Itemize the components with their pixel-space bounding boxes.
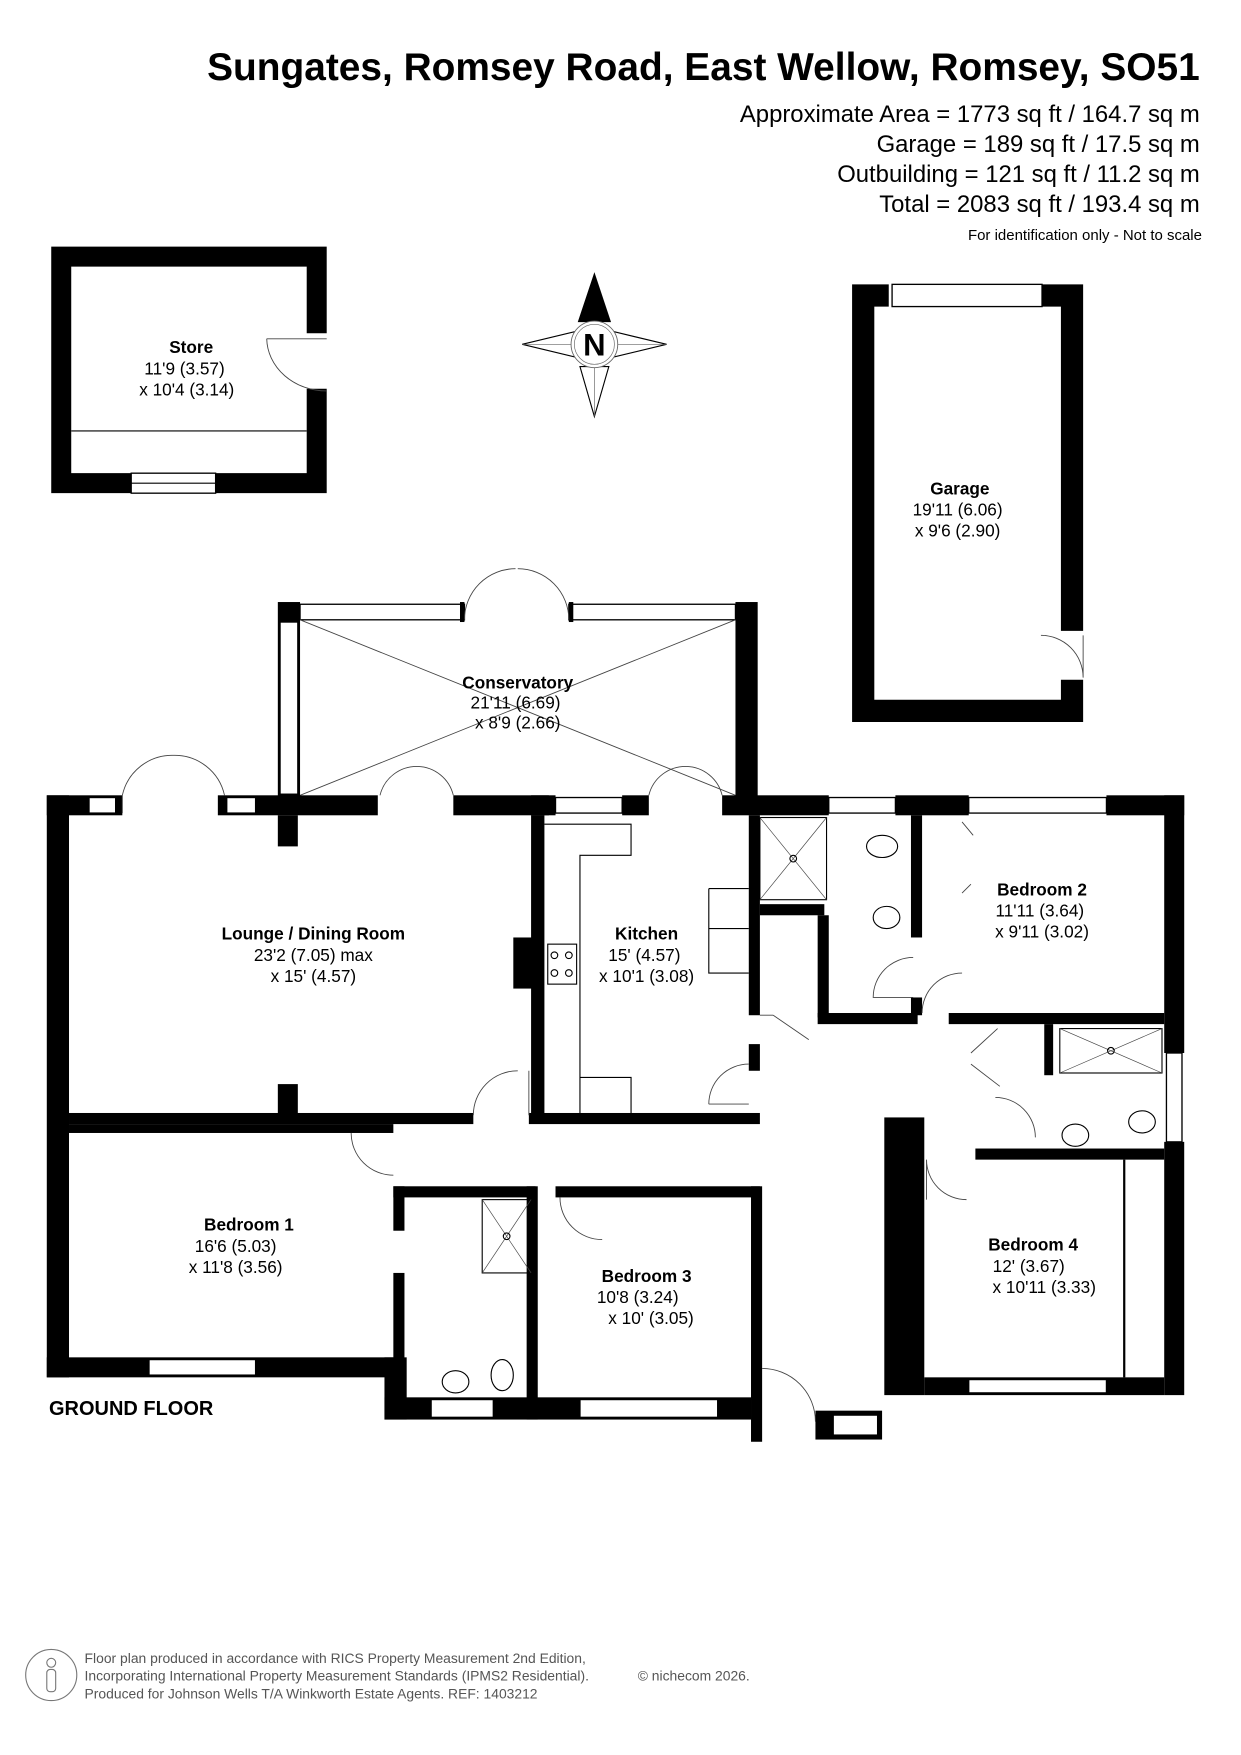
- bedroom3-dim2: x 10' (3.05): [608, 1308, 694, 1328]
- person-scale-icon: [25, 1648, 78, 1702]
- bedroom4-dim1: 12' (3.67): [993, 1256, 1065, 1276]
- room-bedroom-4: Bedroom 4 12' (3.67) x 10'11 (3.33): [988, 1235, 1096, 1297]
- room-garage: Garage 19'11 (6.06) x 9'6 (2.90): [852, 283, 1084, 722]
- lounge-dim2: x 15' (4.57): [271, 966, 357, 986]
- area-total: Total = 2083 sq ft / 193.4 sq m: [879, 191, 1200, 218]
- copyright: © nichecom 2026.: [638, 1668, 750, 1684]
- header: Sungates, Romsey Road, East Wellow, Roms…: [207, 46, 1202, 244]
- area-outbuilding: Outbuilding = 121 sq ft / 11.2 sq m: [837, 161, 1200, 188]
- store-name: Store: [169, 337, 213, 357]
- bedroom2-dim1: 11'11 (3.64): [995, 900, 1084, 920]
- bedroom1-name: Bedroom 1: [204, 1215, 294, 1235]
- footer-line-2: Incorporating International Property Mea…: [85, 1668, 589, 1684]
- conservatory-dim2: x 8'9 (2.66): [475, 713, 561, 733]
- garage-name: Garage: [930, 478, 989, 498]
- bedroom3-dim1: 10'8 (3.24): [597, 1287, 679, 1307]
- garage-dim2: x 9'6 (2.90): [915, 520, 1001, 540]
- room-lounge: Lounge / Dining Room 23'2 (7.05) max x 1…: [222, 924, 405, 986]
- compass-label: N: [583, 327, 605, 362]
- house-walls: [46, 754, 1185, 1442]
- store-dim2: x 10'4 (3.14): [139, 379, 234, 399]
- floor-label: GROUND FLOOR: [49, 1398, 214, 1420]
- lounge-name: Lounge / Dining Room: [222, 924, 405, 944]
- room-store: Store 11'9 (3.57) x 10'4 (3.14): [51, 246, 327, 494]
- footer-line-3: Produced for Johnson Wells T/A Winkworth…: [85, 1685, 538, 1701]
- bedroom1-dim2: x 11'8 (3.56): [189, 1257, 283, 1277]
- conservatory-name: Conservatory: [462, 673, 573, 693]
- kitchen-dim1: 15' (4.57): [608, 945, 680, 965]
- bedroom4-name: Bedroom 4: [988, 1235, 1078, 1255]
- conservatory-dim1: 21'11 (6.69): [471, 693, 561, 713]
- kitchen-dim2: x 10'1 (3.08): [599, 966, 694, 986]
- bedroom3-name: Bedroom 3: [602, 1266, 692, 1286]
- room-kitchen: Kitchen 15' (4.57) x 10'1 (3.08): [599, 924, 694, 986]
- compass-north-icon: N: [522, 272, 667, 419]
- kitchen-name: Kitchen: [615, 924, 678, 944]
- bedroom2-name: Bedroom 2: [997, 879, 1087, 899]
- lounge-dim1: 23'2 (7.05) max: [254, 945, 373, 965]
- footer-line-1: Floor plan produced in accordance with R…: [85, 1650, 586, 1666]
- room-bedroom-1: Bedroom 1 16'6 (5.03) x 11'8 (3.56): [189, 1215, 295, 1277]
- scale-note: For identification only - Not to scale: [968, 227, 1202, 244]
- area-approximate: Approximate Area = 1773 sq ft / 164.7 sq…: [740, 101, 1200, 128]
- bedroom1-dim1: 16'6 (5.03): [195, 1236, 277, 1256]
- room-bedroom-3: Bedroom 3 10'8 (3.24) x 10' (3.05): [597, 1266, 694, 1328]
- room-conservatory: Conservatory 21'11 (6.69) x 8'9 (2.66): [277, 568, 758, 798]
- bedroom4-dim2: x 10'11 (3.33): [993, 1277, 1096, 1297]
- page-title: Sungates, Romsey Road, East Wellow, Roms…: [207, 46, 1200, 89]
- area-garage: Garage = 189 sq ft / 17.5 sq m: [877, 131, 1200, 158]
- store-dim1: 11'9 (3.57): [144, 358, 224, 378]
- bedroom2-dim2: x 9'11 (3.02): [995, 921, 1089, 941]
- garage-dim1: 19'11 (6.06): [913, 499, 1003, 519]
- room-bedroom-2: Bedroom 2 11'11 (3.64) x 9'11 (3.02): [995, 879, 1089, 941]
- footer: Floor plan produced in accordance with R…: [25, 1648, 750, 1702]
